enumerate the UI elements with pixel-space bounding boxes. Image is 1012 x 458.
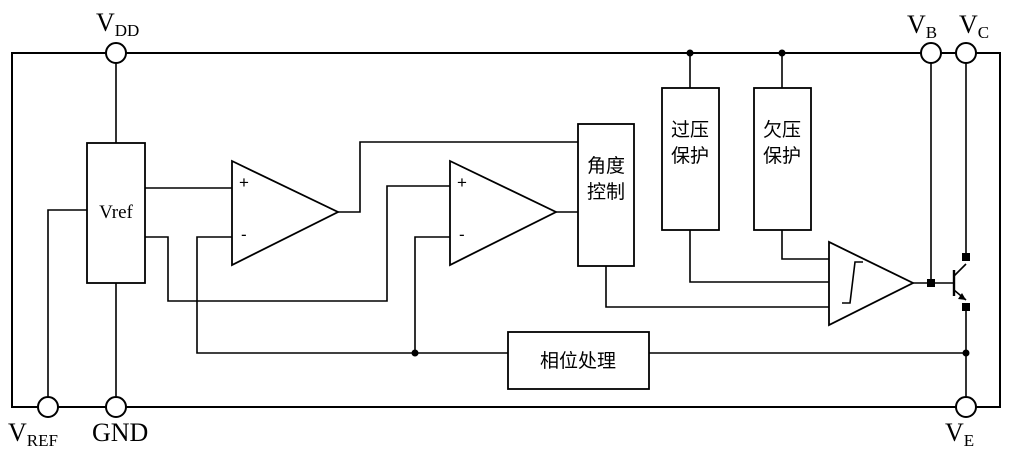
vb-label: VB	[907, 10, 937, 42]
comparator-1-minus: -	[241, 225, 247, 244]
ve-label: VE	[945, 418, 974, 450]
vref-label: Vref	[99, 202, 133, 223]
over-voltage-block	[661, 87, 720, 231]
vb-terminal	[920, 42, 942, 64]
hysteresis-icon	[842, 261, 863, 304]
over-voltage-line1: 过压	[671, 119, 709, 141]
under-voltage-line1: 欠压	[763, 119, 801, 141]
over-voltage-line2: 保护	[671, 145, 709, 167]
comparator-2-plus: +	[457, 173, 467, 192]
angle-control-line2: 控制	[587, 181, 625, 203]
vref-terminal	[37, 396, 59, 418]
schmitt-driver	[828, 240, 916, 327]
gnd-terminal	[105, 396, 127, 418]
vref-block	[86, 142, 146, 284]
gnd-label: GND	[92, 418, 148, 447]
comparator-2	[449, 159, 559, 267]
angle-control-block	[577, 123, 635, 267]
comparator-1	[231, 159, 341, 267]
phase-processing-label: 相位处理	[540, 350, 616, 372]
under-voltage-block	[753, 87, 812, 231]
phase-processing-block	[507, 331, 650, 390]
vref-pin-label: VREF	[8, 418, 58, 450]
chip-boundary	[11, 52, 1001, 408]
ve-terminal	[955, 396, 977, 418]
vdd-terminal	[105, 42, 127, 64]
angle-control-line1: 角度	[587, 155, 625, 177]
comparator-2-minus: -	[459, 225, 465, 244]
vdd-label: VDD	[96, 8, 139, 40]
vc-terminal	[955, 42, 977, 64]
comparator-1-plus: +	[239, 173, 249, 192]
vc-label: VC	[959, 10, 989, 42]
under-voltage-line2: 保护	[763, 145, 801, 167]
wires	[47, 53, 967, 397]
junctions	[411, 49, 970, 357]
